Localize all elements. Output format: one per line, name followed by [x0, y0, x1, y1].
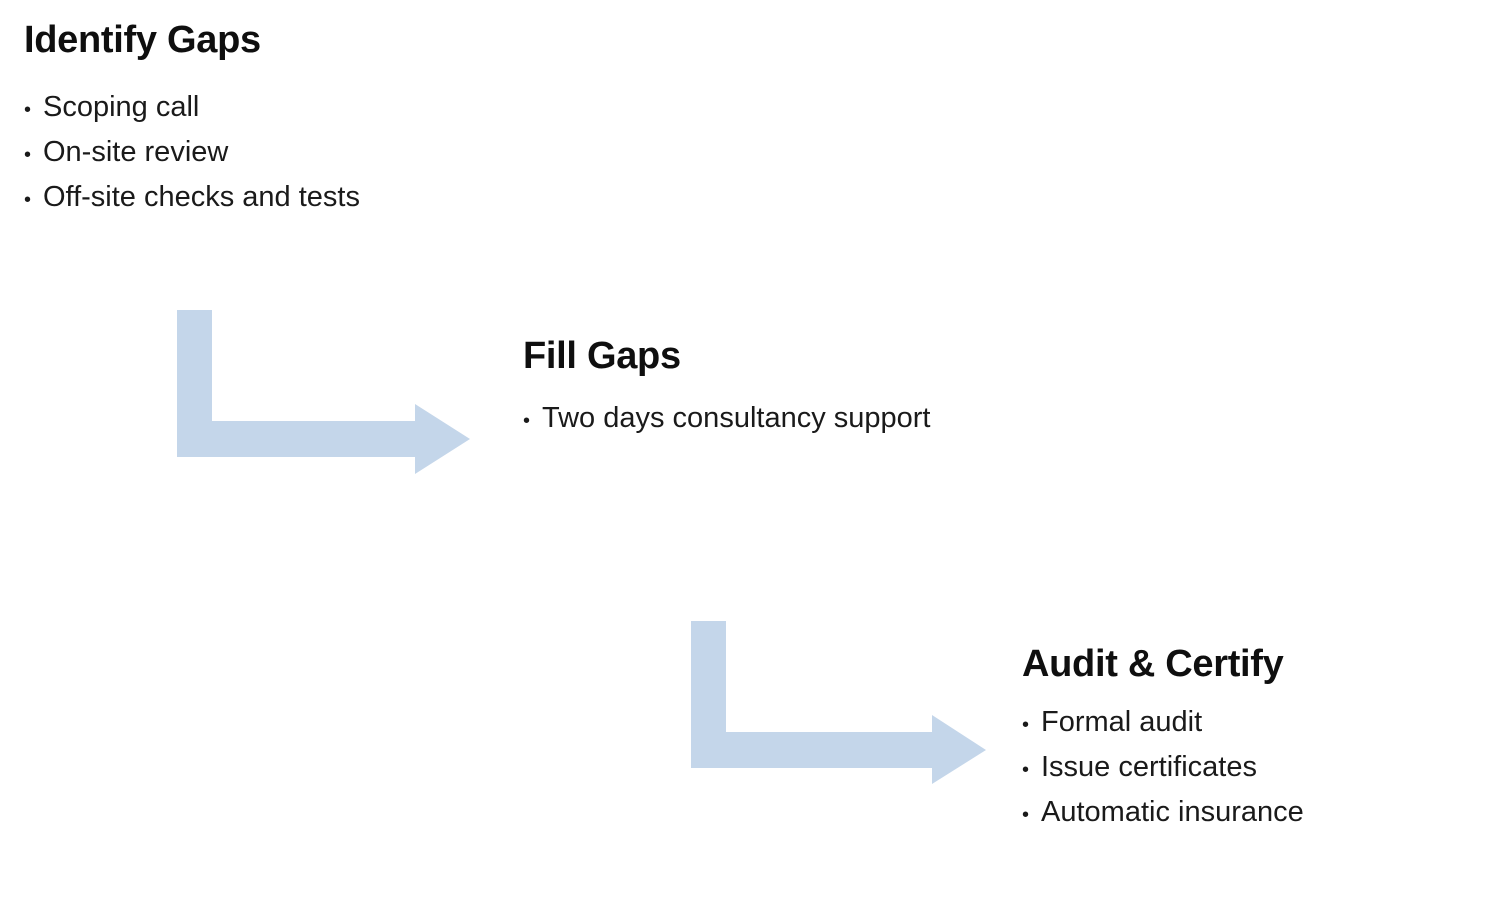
- bullet-dot: •: [1022, 804, 1030, 826]
- bullet-item: • Automatic insurance: [1022, 791, 1304, 836]
- bullet-dot: •: [1022, 759, 1030, 781]
- bullet-dot: •: [24, 144, 32, 166]
- step-audit-certify: Audit & Certify • Formal audit • Issue c…: [1022, 641, 1304, 836]
- bullet-dot: •: [24, 189, 32, 211]
- bullet-text: On-site review: [43, 136, 229, 168]
- elbow-arrow-fill-to-audit: [691, 621, 986, 784]
- bullet-item: • Formal audit: [1022, 701, 1304, 746]
- bullet-item: • Off-site checks and tests: [24, 176, 360, 221]
- elbow-arrow-identify-to-fill: [177, 310, 470, 474]
- bullet-dot: •: [523, 410, 531, 432]
- bullet-text: Issue certificates: [1041, 751, 1257, 783]
- bullet-item: • Scoping call: [24, 86, 360, 131]
- bullet-text: Two days consultancy support: [542, 402, 931, 434]
- bullet-text: Scoping call: [43, 91, 200, 123]
- step-title-fill-gaps: Fill Gaps: [523, 335, 681, 377]
- elbow-arrow-shape: [177, 310, 470, 474]
- bullet-text: Formal audit: [1041, 706, 1203, 738]
- bullet-dot: •: [24, 99, 32, 121]
- step-fill-gaps: Fill Gaps • Two days consultancy support: [523, 333, 930, 442]
- bullet-text: Off-site checks and tests: [43, 181, 360, 213]
- bullet-item: • On-site review: [24, 131, 360, 176]
- bullet-item: • Issue certificates: [1022, 746, 1304, 791]
- bullet-dot: •: [1022, 714, 1030, 736]
- step-identify-gaps: Identify Gaps • Scoping call • On-site r…: [24, 17, 360, 221]
- step-title-identify-gaps: Identify Gaps: [24, 19, 261, 61]
- step-bullets-fill-gaps: • Two days consultancy support: [523, 397, 930, 442]
- bullet-item: • Two days consultancy support: [523, 397, 930, 442]
- bullet-text: Automatic insurance: [1041, 796, 1304, 828]
- step-bullets-audit-certify: • Formal audit • Issue certificates • Au…: [1022, 701, 1304, 836]
- step-bullets-identify-gaps: • Scoping call • On-site review • Off-si…: [24, 86, 360, 221]
- elbow-arrow-shape: [691, 621, 986, 784]
- step-title-audit-certify: Audit & Certify: [1022, 643, 1284, 685]
